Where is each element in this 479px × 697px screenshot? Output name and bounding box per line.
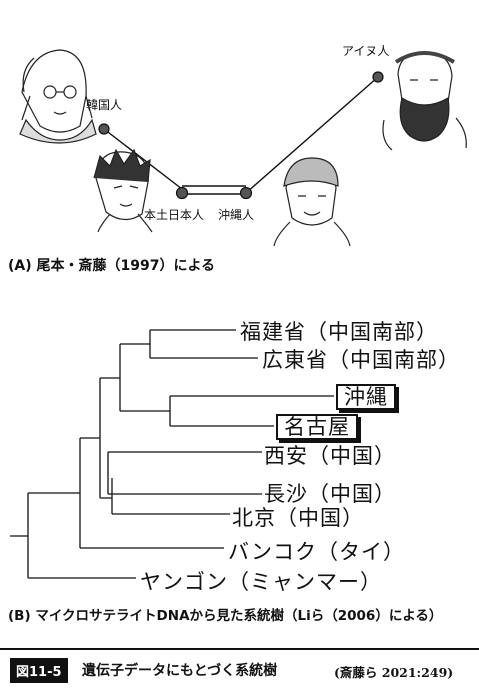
label-mainland: 本土日本人 — [144, 208, 205, 222]
korean-face-illustration — [19, 49, 97, 144]
node-korean — [98, 123, 110, 135]
branch-ainu — [245, 76, 379, 194]
node-mainland — [175, 186, 189, 200]
label-korean: 韓国人 — [86, 98, 123, 112]
leaf-guangdong: 広東省（中国南部） — [262, 348, 460, 372]
panel-b-caption: (B) マイクロサテライトDNAから見た系統樹（Liら（2006）による） — [8, 608, 443, 624]
leaf-changsha: 長沙（中国） — [264, 482, 396, 506]
figure-label: 図11-5 — [10, 658, 68, 683]
figure-title: 遺伝子データにもとづく系統樹 — [82, 663, 278, 679]
leaf-beijing: 北京（中国） — [232, 506, 364, 530]
branch-korean — [103, 128, 183, 190]
leaf-fujian: 福建省（中国南部） — [240, 320, 438, 344]
panel-a-caption: (A) 尾本・斎藤（1997）による — [8, 258, 216, 274]
panel-b-tree — [10, 329, 334, 579]
footer-rule — [0, 648, 479, 650]
panel-a-nodes — [98, 71, 384, 200]
figure-citation: (斎藤ら 2021:249) — [334, 665, 454, 680]
ainu-face-illustration — [382, 51, 467, 151]
okinawa-face-illustration — [273, 157, 351, 247]
leaf-yangon: ヤンゴン（ミャンマー） — [140, 570, 382, 594]
label-okinawa: 沖縄人 — [218, 208, 255, 222]
leaf-bangkok: バンコク（タイ） — [228, 540, 406, 564]
mainland-face-illustration — [93, 148, 153, 233]
label-ainu: アイヌ人 — [342, 44, 390, 58]
leaf-okinawa: 沖縄 — [336, 384, 396, 410]
leaf-xian: 西安（中国） — [264, 444, 396, 468]
node-ainu — [372, 71, 384, 83]
node-okinawa — [239, 186, 253, 200]
panel-a-tree — [103, 76, 379, 195]
leaf-nagoya: 名古屋 — [276, 414, 358, 440]
